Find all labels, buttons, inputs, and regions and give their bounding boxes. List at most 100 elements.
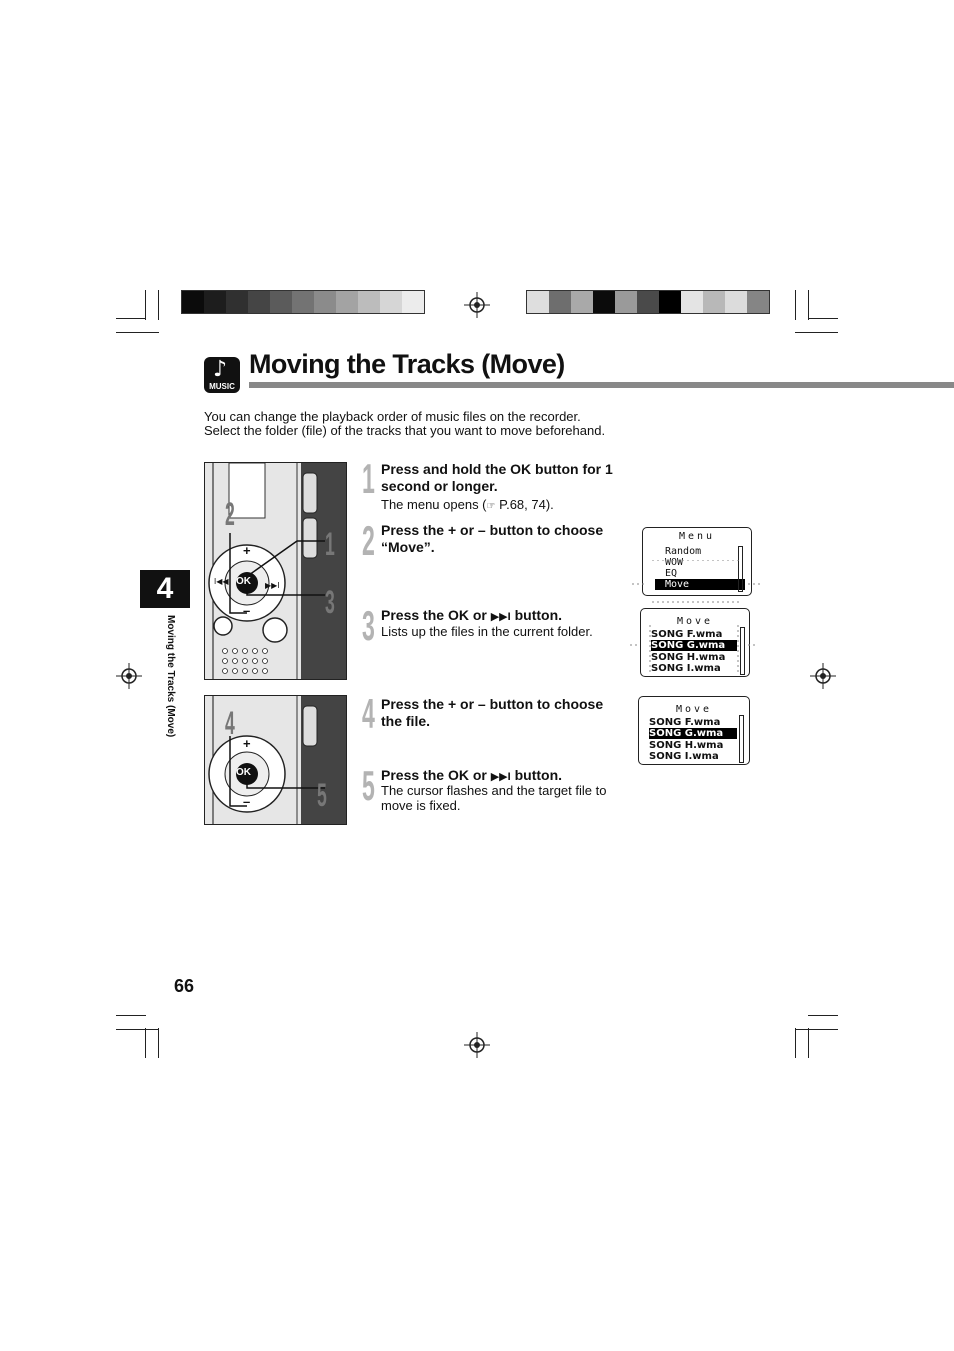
page-title: Moving the Tracks (Move) [249,349,565,379]
callout-4: 4 [225,705,235,741]
minus-button-label: – [243,794,251,809]
step-description: Lists up the files in the current folder… [381,624,593,639]
flash-indicator-icon [630,625,758,675]
ok-button-label: OK [236,576,251,587]
registration-target-icon [116,663,142,689]
step-number: 4 [362,690,375,737]
crop-mark [116,1029,159,1030]
lcd-file-item: SONG F.wma [651,629,723,640]
lcd-file-item: SONG H.wma [649,740,724,751]
lcd-file-item: SONG H.wma [651,652,726,663]
calibration-swatch [270,291,292,313]
lcd-menu-item-selected: Move [655,579,745,590]
lcd-menu-item: Random [665,546,702,557]
lcd-scrollbar [739,715,744,763]
calibration-swatch [527,291,549,313]
lcd-file-item-selected: SONG G.wma [651,640,737,651]
minus-button-label: – [243,603,251,618]
plus-button-icon: + [447,696,457,712]
registration-target-icon [810,663,836,689]
calibration-swatch [380,291,402,313]
crop-mark [116,1015,146,1016]
calibration-swatch [358,291,380,313]
step-number: 2 [362,517,375,564]
fast-forward-button-label: ▶▶I [265,581,280,590]
ok-button-icon: OK [510,461,532,477]
ok-button-label: OK [236,767,251,778]
step-number: 3 [362,602,375,649]
device-illustration-bottom: OK + – 4 5 [204,695,347,825]
step-number: 5 [362,762,375,809]
crop-mark [808,318,838,319]
page-number: 66 [174,976,195,996]
calibration-swatch [204,291,226,313]
lcd-screen-move-list: Move SONG F.wma SONG G.wma SONG H.wma SO… [640,608,750,677]
calibration-swatch [402,291,424,313]
minus-button-icon: – [477,696,486,712]
callout-5: 5 [317,777,327,813]
calibration-swatch [182,291,204,313]
lcd-file-item: SONG I.wma [651,663,721,674]
lcd-file-item: SONG F.wma [649,717,721,728]
ok-button-icon: OK [447,767,469,783]
calibration-swatch [747,291,769,313]
page-reference-icon: ☞ [486,501,496,512]
calibration-swatch [681,291,703,313]
step-description: The cursor flashes and the target file t… [381,783,607,813]
calibration-swatch [659,291,681,313]
title-rule [249,382,954,388]
chapter-tab: 4 [140,570,190,608]
flash-indicator-icon [632,560,760,603]
calibration-swatch [703,291,725,313]
calibration-swatch [593,291,615,313]
chapter-side-label: Moving the Tracks (Move) [165,615,176,738]
lcd-title: Move [676,616,714,627]
registration-target-icon [464,1032,490,1058]
lcd-file-item-selected: SONG G.wma [649,728,737,739]
plus-button-label: + [243,736,251,751]
crop-mark [116,318,146,319]
calibration-swatch [725,291,747,313]
fast-forward-icon: ▶▶I [490,771,511,783]
intro-text: You can change the playback order of mus… [204,409,606,438]
lcd-menu-item: EQ [665,568,678,579]
recorder-drawing [205,463,346,679]
callout-3: 3 [325,584,335,620]
lcd-title: Menu [678,531,716,542]
callout-2: 2 [225,496,235,532]
step-heading: Press the + or – button to choose the fi… [381,696,604,729]
crop-mark [145,1028,146,1058]
lcd-screen-move-fixed: Move SONG F.wma SONG G.wma SONG H.wma SO… [638,696,750,765]
lcd-screen-menu: Menu Random WOW EQ Move [642,527,752,596]
crop-mark [158,290,159,320]
step-number: 1 [362,455,375,502]
callout-1: 1 [325,526,335,562]
calibration-swatch [314,291,336,313]
lcd-title: Move [675,704,713,715]
fast-forward-icon: ▶▶I [490,611,511,623]
ok-button-icon: OK [447,607,469,623]
lcd-file-item: SONG I.wma [649,751,719,762]
registration-target-icon [464,292,490,318]
music-icon: ♪ MUSIC [204,357,240,393]
step-description: The menu opens (☞ P.68, 74). [381,497,554,512]
crop-mark [795,1029,838,1030]
crop-mark [158,1028,159,1058]
calibration-swatch [571,291,593,313]
lcd-scrollbar [740,627,745,675]
rewind-button-label: I◀◀ [214,577,229,586]
step-heading: Press the OK or ▶▶I button. [381,767,563,783]
device-illustration-top: OK + – I◀◀ ▶▶I 2 1 3 [204,462,347,680]
calibration-swatch [248,291,270,313]
calibration-swatch [226,291,248,313]
calibration-swatch [336,291,358,313]
crop-mark [808,1015,838,1016]
crop-mark [116,332,159,333]
lcd-scrollbar [738,546,743,592]
calibration-swatch [637,291,659,313]
crop-mark [795,290,796,320]
recorder-drawing [205,696,346,824]
crop-mark [795,1028,796,1058]
step-heading: Press and hold the OK button for 1 secon… [381,461,613,494]
step-heading: Press the OK or ▶▶I button. [381,607,563,623]
